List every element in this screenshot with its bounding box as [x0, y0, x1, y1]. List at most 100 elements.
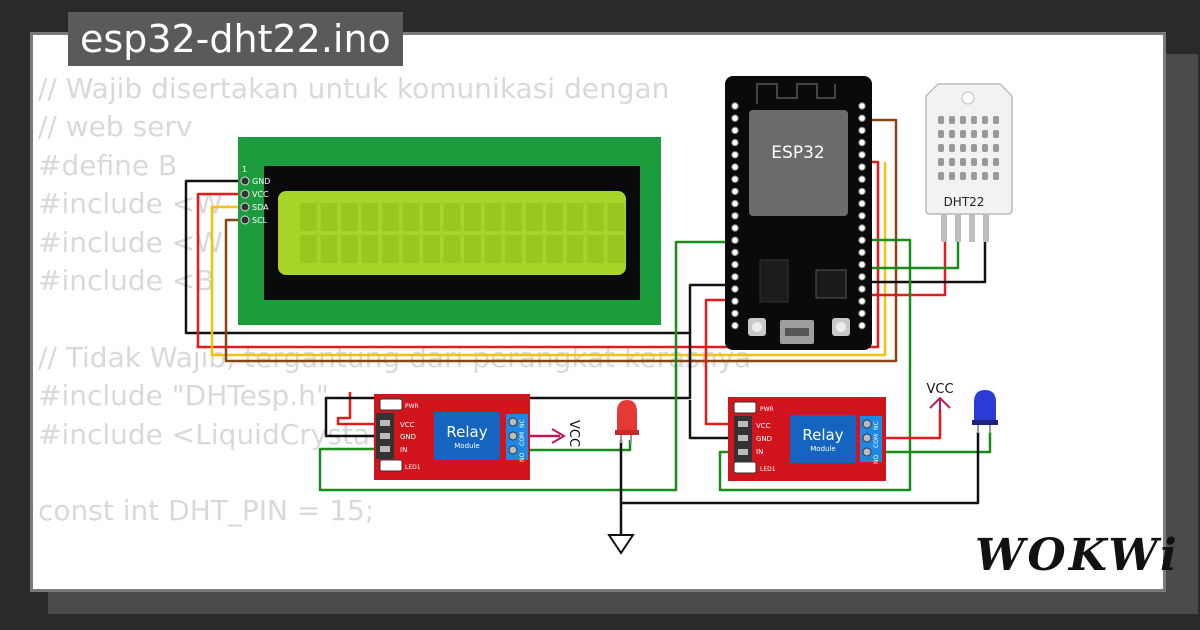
esp32-pin[interactable]	[858, 102, 866, 110]
esp32-pin[interactable]	[858, 199, 866, 208]
esp32-pin[interactable]	[858, 114, 866, 122]
esp32-pin[interactable]	[731, 224, 739, 232]
esp32-pin[interactable]	[731, 285, 739, 293]
dht22-pin[interactable]	[969, 214, 975, 242]
esp32-pin[interactable]	[731, 309, 739, 318]
code-line: #include <B	[38, 264, 215, 298]
esp32-pin[interactable]	[858, 273, 866, 281]
esp32-pin[interactable]	[858, 163, 866, 171]
lcd-cell	[320, 203, 338, 231]
dht22-vent	[971, 144, 977, 152]
vcc-arrow-icon	[551, 428, 566, 444]
code-background: // Wajib disertakan untuk komunikasi den…	[38, 70, 751, 531]
relay1-screw[interactable]	[508, 417, 518, 427]
dht22-vent	[949, 130, 955, 138]
relay2-pin[interactable]	[738, 421, 748, 427]
relay1-pin[interactable]	[380, 433, 390, 439]
lcd-pin[interactable]	[240, 202, 250, 212]
esp32-pin[interactable]	[858, 248, 866, 257]
relay2-screw[interactable]	[862, 433, 872, 443]
dht22-vent	[971, 116, 977, 124]
lcd-cell	[320, 235, 338, 263]
dht22-vent	[960, 116, 966, 124]
esp32-pin[interactable]	[731, 236, 739, 244]
lcd-display[interactable]: 1 GND VCC SDA SCL	[238, 137, 661, 325]
dht22-sensor[interactable]: DHT22	[925, 83, 1013, 242]
esp32-pin[interactable]	[731, 187, 739, 196]
esp32-pin[interactable]	[858, 151, 866, 159]
esp32-pin[interactable]	[731, 138, 739, 147]
esp32-pin[interactable]	[731, 126, 739, 135]
relay-module-1[interactable]: VCC GND IN PWR LED1 Relay Module NO COM …	[374, 394, 530, 480]
esp32-pin[interactable]	[858, 321, 866, 330]
dht22-pin[interactable]	[941, 214, 947, 242]
esp32-pin[interactable]	[858, 187, 866, 196]
relay1-pwr-led	[379, 398, 403, 411]
esp32-pin[interactable]	[731, 114, 739, 122]
esp32-pin[interactable]	[858, 212, 866, 220]
lcd-cell	[505, 235, 522, 263]
code-line: #define B	[38, 148, 178, 182]
esp32-pin[interactable]	[858, 126, 866, 135]
relay1-pin[interactable]	[380, 420, 390, 426]
esp32-pin[interactable]	[731, 151, 739, 159]
dht22-pin[interactable]	[955, 214, 961, 242]
esp32-pin[interactable]	[731, 102, 739, 110]
lcd-pin[interactable]	[240, 215, 250, 225]
relay2-pin[interactable]	[738, 435, 748, 441]
vcc-symbol-2: VCC	[926, 382, 954, 412]
esp32-pin[interactable]	[731, 175, 739, 183]
vcc-arrow-icon	[929, 396, 951, 412]
esp32-pin[interactable]	[731, 321, 739, 330]
relay1-screw[interactable]	[508, 431, 518, 441]
lcd-cell	[566, 203, 584, 231]
esp32-pin[interactable]	[731, 248, 739, 257]
led-blue[interactable]	[972, 390, 998, 433]
esp32-pin[interactable]	[858, 309, 866, 318]
relay1-pin-label: GND	[400, 433, 416, 441]
wire-dht-gnd	[862, 225, 987, 284]
relay2-screw[interactable]	[862, 419, 872, 429]
dht22-pin[interactable]	[983, 214, 989, 242]
wire-dht-vcc	[862, 225, 947, 297]
esp32-pin[interactable]	[858, 138, 866, 147]
relay-module-2[interactable]: VCC GND IN PWR LED1 Relay Module NO COM …	[728, 397, 886, 481]
esp32-pin[interactable]	[858, 285, 866, 293]
esp32-pin[interactable]	[731, 163, 739, 171]
esp32-pin[interactable]	[858, 175, 866, 183]
lcd-cell	[607, 203, 625, 231]
esp32-pin[interactable]	[731, 260, 739, 269]
esp32-pin[interactable]	[858, 260, 866, 269]
lcd-pin[interactable]	[240, 176, 250, 186]
esp32-pin[interactable]	[858, 297, 866, 305]
led-red[interactable]	[615, 400, 639, 443]
relay2-terminal-label: NC	[873, 421, 880, 430]
esp32-pin[interactable]	[858, 224, 866, 232]
dht22-vent	[982, 158, 988, 166]
lcd-cell	[546, 203, 563, 231]
esp32-module	[749, 110, 848, 216]
esp32-pin[interactable]	[731, 212, 739, 220]
lcd-cell	[443, 203, 461, 231]
lcd-pin[interactable]	[240, 189, 250, 199]
esp32-pin[interactable]	[731, 199, 739, 208]
relay1-pin[interactable]	[380, 446, 390, 452]
relay2-pin[interactable]	[738, 449, 748, 455]
dht22-vent	[982, 130, 988, 138]
dht22-vent	[949, 158, 955, 166]
relay1-screw[interactable]	[508, 445, 518, 455]
esp32-board[interactable]: ESP32	[725, 76, 872, 350]
esp32-pin[interactable]	[731, 273, 739, 281]
esp32-pin[interactable]	[858, 236, 866, 244]
lcd-cell	[402, 203, 420, 231]
dht22-vent	[982, 144, 988, 152]
vcc-symbol-1: VCC	[551, 420, 581, 447]
relay2-pwr-label: PWR	[760, 406, 774, 413]
en-button-cap	[836, 322, 846, 332]
lcd-pin-label: VCC	[252, 190, 269, 199]
code-line: #include "DHTesp.h"	[38, 379, 329, 413]
esp32-pin[interactable]	[731, 297, 739, 305]
lcd-cell	[341, 203, 358, 231]
relay2-screw[interactable]	[862, 447, 872, 457]
